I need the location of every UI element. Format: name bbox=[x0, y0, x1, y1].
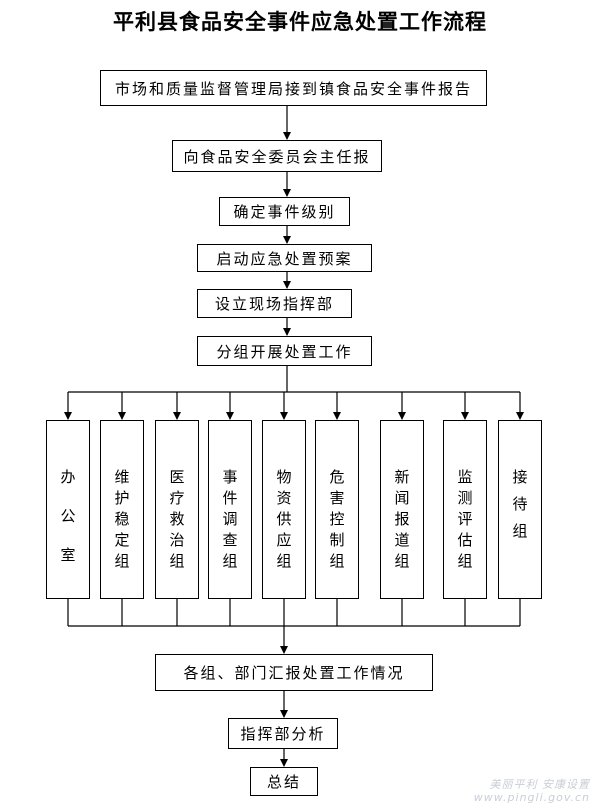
group-investigation: 事件调查组 bbox=[208, 420, 252, 599]
step-receive-report: 市场和质量监督管理局接到镇食品安全事件报告 bbox=[100, 70, 487, 106]
group-monitoring: 监测评估组 bbox=[443, 420, 487, 599]
page-title: 平利县食品安全事件应急处置工作流程 bbox=[113, 10, 487, 34]
group-hazard-control: 危害控制组 bbox=[315, 420, 359, 599]
step-set-hq: 设立现场指挥部 bbox=[197, 289, 352, 318]
step-group-report: 各组、部门汇报处置工作情况 bbox=[155, 654, 433, 691]
step-group-work: 分组开展处置工作 bbox=[197, 336, 372, 366]
watermark: 美丽平利 安康设置 www.pingli.gov.cn bbox=[473, 778, 590, 804]
step-summary: 总结 bbox=[250, 767, 318, 796]
step-hq-analysis: 指挥部分析 bbox=[228, 718, 338, 749]
step-start-plan: 启动应急处置预案 bbox=[197, 244, 372, 272]
group-medical: 医疗救治组 bbox=[155, 420, 199, 599]
group-news: 新闻报道组 bbox=[380, 420, 424, 599]
group-office: 办公室 bbox=[46, 420, 90, 599]
step-report-to-director: 向食品安全委员会主任报 bbox=[172, 140, 382, 172]
group-reception: 接待组 bbox=[498, 420, 542, 599]
step-determine-level: 确定事件级别 bbox=[219, 197, 350, 226]
group-supplies: 物资供应组 bbox=[262, 420, 306, 599]
group-stability: 维护稳定组 bbox=[100, 420, 144, 599]
